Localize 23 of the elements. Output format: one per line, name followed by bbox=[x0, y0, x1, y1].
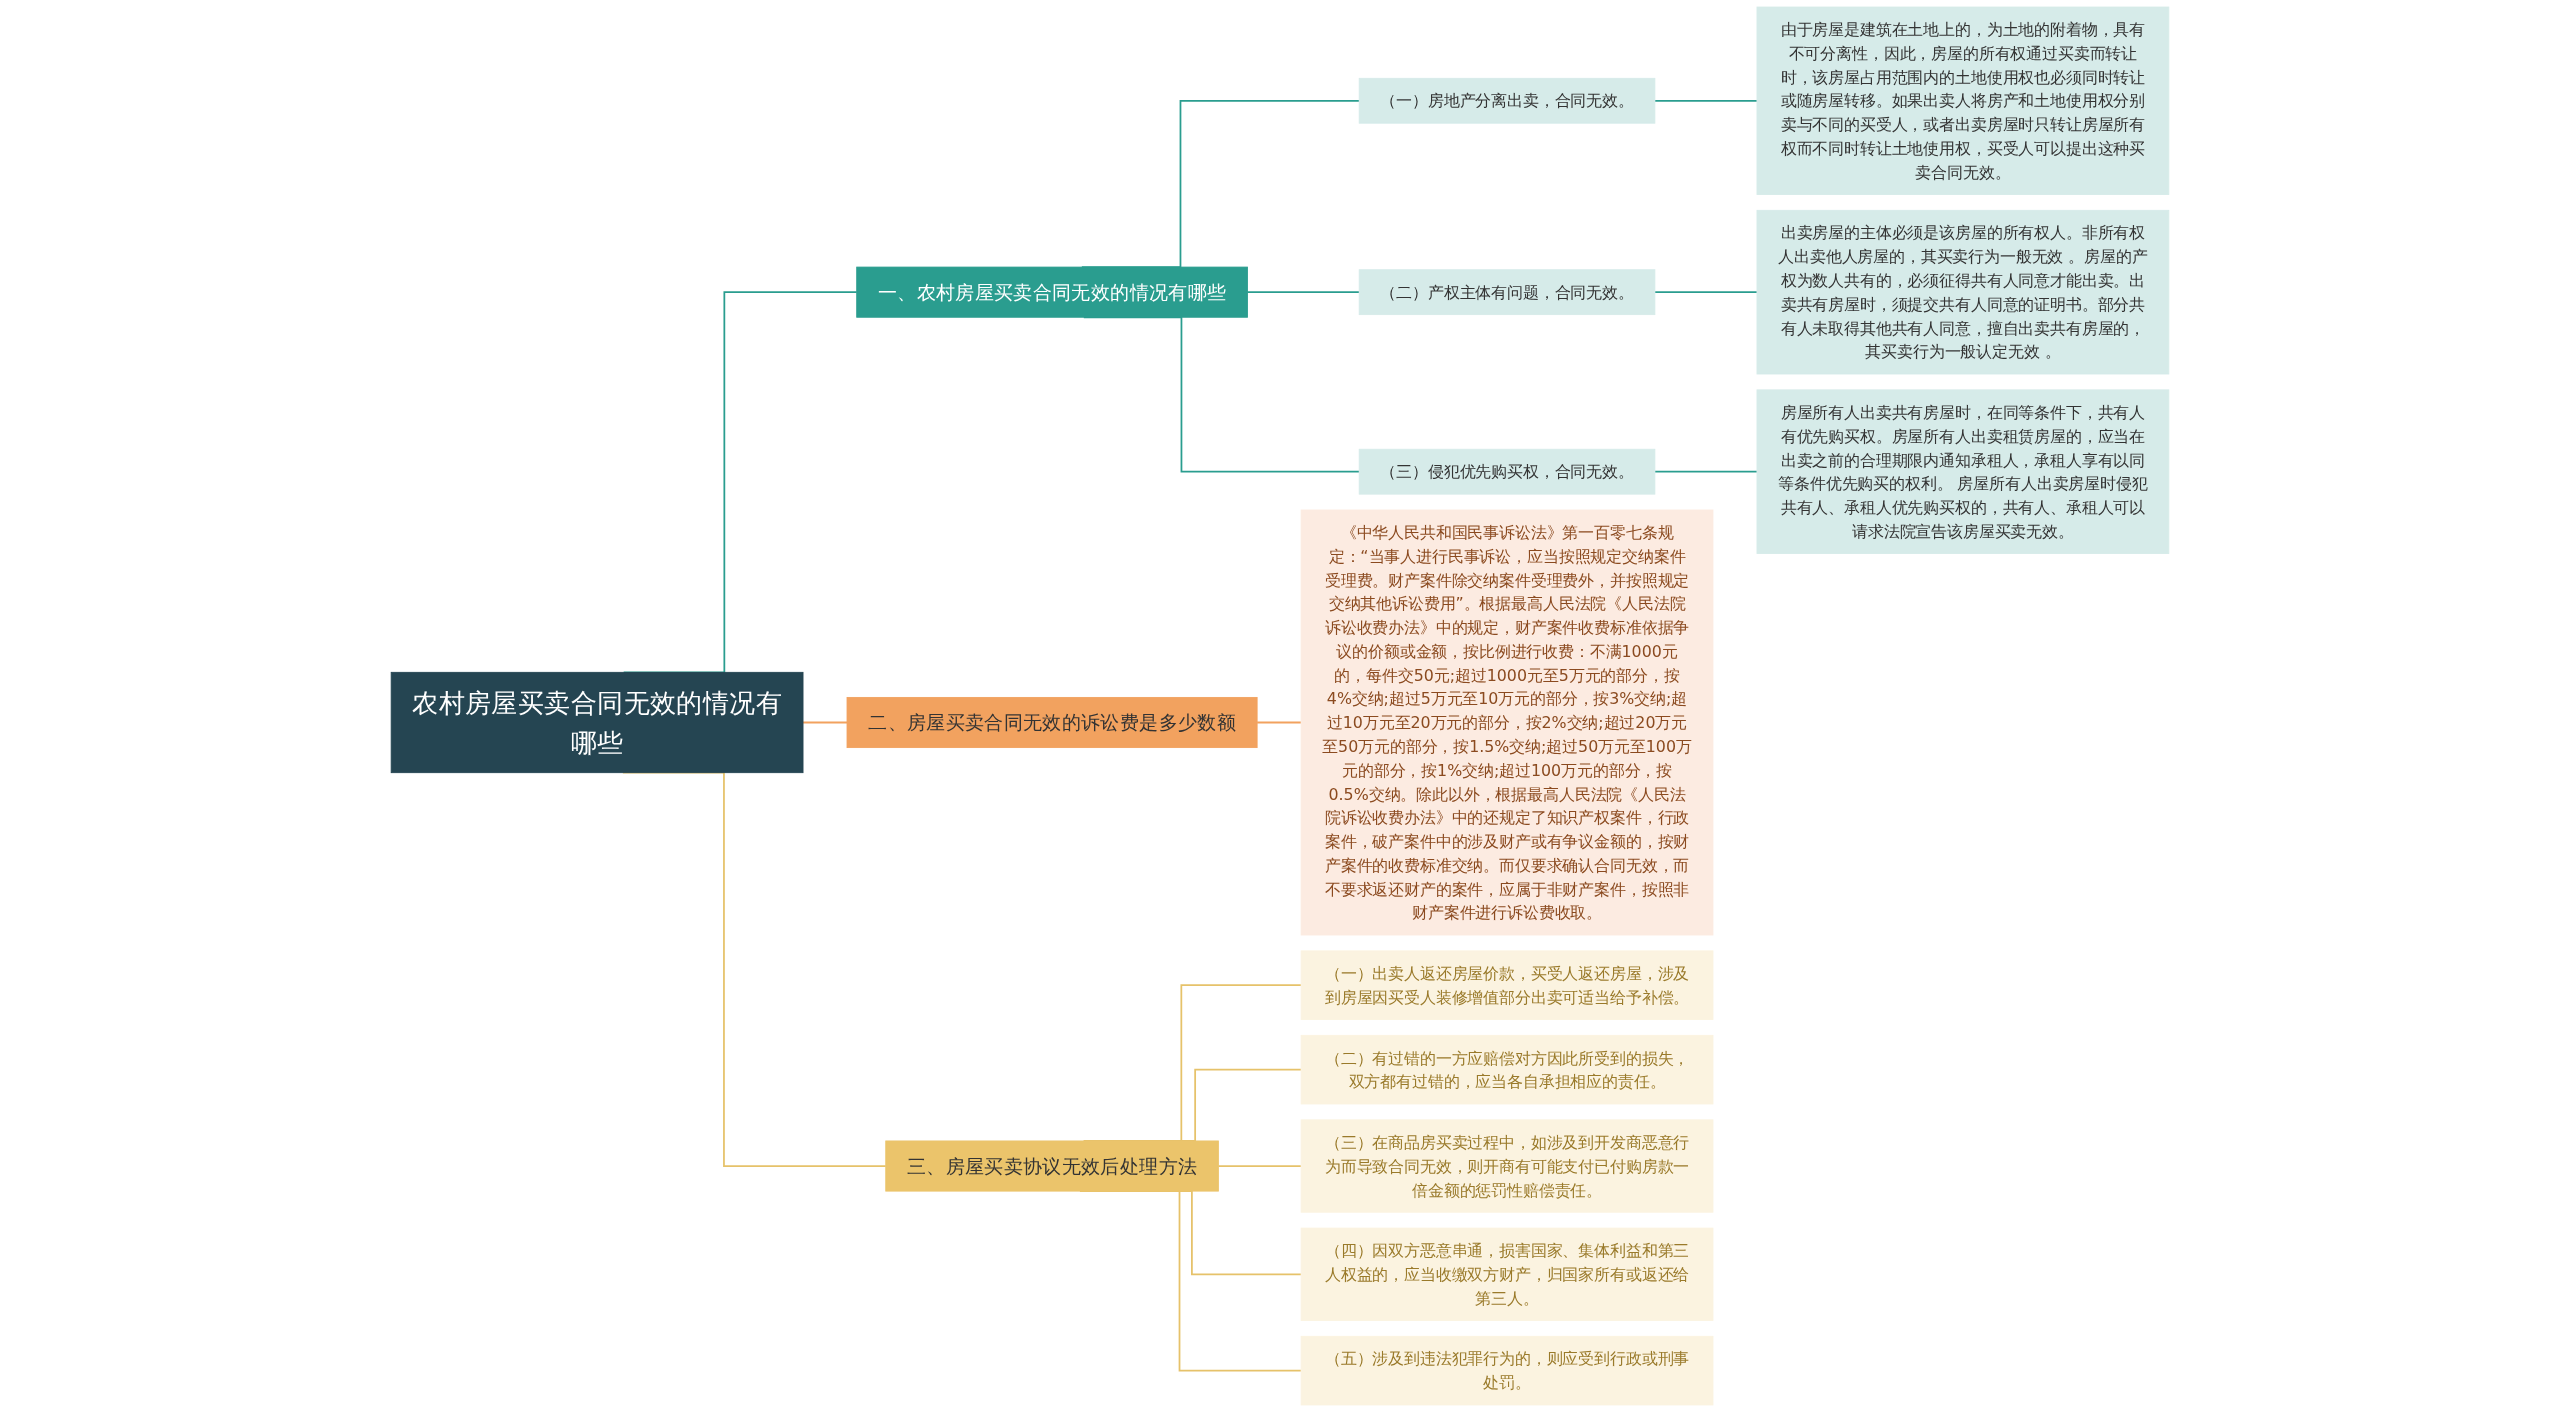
connector bbox=[1246, 291, 1361, 294]
node-box: 一、农村房屋买卖合同无效的情况有哪些 bbox=[856, 266, 1248, 318]
node-box: 出卖房屋的主体必须是该房屋的所有权人。非所有权人出卖他人房屋的，其买卖行为一般无效 。房屋的产权为数人共有的，必须征得共有人同意才能出卖。出卖共有房屋时，须提交共有人同意的证明书。部分共有人未取得其他共有人同意，擅自出卖共有房屋的，其买卖行为一般认定无效 。 bbox=[1756, 209, 2170, 375]
connector bbox=[1654, 99, 1758, 102]
node-box: 由于房屋是建筑在土地上的，为土地的附着物，具有不可分离性，因此，房屋的所有权通过买卖而转让时，该房屋占用范围内的土地使用权也必须同时转让或随房屋转移。如果出卖人将房产和土地使用权分别卖与不同的买受人，或者出卖房屋时只转让房屋所有权而不同时转让土地使用权，买受人可以提出这种买卖合同无效。 bbox=[1756, 6, 2170, 195]
connector bbox=[1256, 721, 1302, 724]
node-box: （二）有过错的一方应赔偿对方因此所受到的损失，双方都有过错的，应当各自承担相应的责任。 bbox=[1300, 1034, 1714, 1105]
node-box: （一）出卖人返还房屋价款，买受人返还房屋，涉及到房屋因买受人装修增值部分出卖可适当给予补偿。 bbox=[1300, 950, 1714, 1020]
connector bbox=[802, 721, 848, 724]
node-box: （三）侵犯优先购买权，合同无效。 bbox=[1358, 448, 1656, 495]
node-box: （一）房地产分离出卖，合同无效。 bbox=[1358, 77, 1656, 124]
node-box: （二）产权主体有问题，合同无效。 bbox=[1358, 269, 1656, 316]
node-box: （五）涉及到违法犯罪行为的，则应受到行政或刑事处罚。 bbox=[1300, 1335, 1714, 1406]
node-box: 《中华人民共和国民事诉讼法》第一百零七条规定：“当事人进行民事诉讼，应当按照规定交纳案件受理费。财产案件除交纳案件受理费外，并按照规定交纳其他诉讼费用”。根据最高人民法院《人民法院诉讼收费办法》中的规定，财产案件收费标准依据争议的价额或金额，按比例进行收费：不满1000元的，每件交50元;超过1000元至5万元的部分，按4%交纳;超过5万元至10万元的部分，按3%交纳;超过10万元至20万元的部分，按2%交纳;超过20万元至50万元的部分，按1.5%交纳;超过50万元至100万元的部分，按1%交纳;超过100万元的部分，按0.5%交纳。除此以外，根据最高人民法院《人民法院诉讼收费办法》中的还规定了知识产权案件，行政案件，破产案件中的涉及财产或有争议金额的，按财产案件的收费标准交纳。而仅要求确认合同无效，而不要求返还财产的案件，应属于非财产案件，按照非财产案件进行诉讼费收取。 bbox=[1300, 509, 1714, 936]
connector bbox=[1217, 1165, 1302, 1167]
node-box: （三）在商品房买卖过程中，如涉及到开发商恶意行为而导致合同无效，则开商有可能支付已付购房款一倍金额的惩罚性赔偿责任。 bbox=[1300, 1119, 1714, 1213]
node-box: 二、房屋买卖合同无效的诉讼费是多少数额 bbox=[846, 696, 1258, 749]
node-box: （四）因双方恶意串通，损害国家、集体利益和第三人权益的，应当收缴双方财产，归国家所有或返还给第三人。 bbox=[1300, 1227, 1714, 1321]
node-box: 三、房屋买卖协议无效后处理方法 bbox=[885, 1140, 1219, 1192]
node-box: 农村房屋买卖合同无效的情况有哪些 bbox=[390, 671, 804, 774]
connector bbox=[1654, 470, 1758, 473]
node-box: 房屋所有人出卖共有房屋时，在同等条件下，共有人有优先购买权。房屋所有人出卖租赁房屋的，应当在出卖之前的合理期限内通知承租人，承租人享有以同等条件优先购买的权利。 房屋所有人出卖房屋时侵犯共有人、承租人优先购买权的，共有人、承租人可以请求法院宣告该房屋买卖无效。 bbox=[1756, 389, 2170, 554]
connector bbox=[1654, 291, 1758, 294]
